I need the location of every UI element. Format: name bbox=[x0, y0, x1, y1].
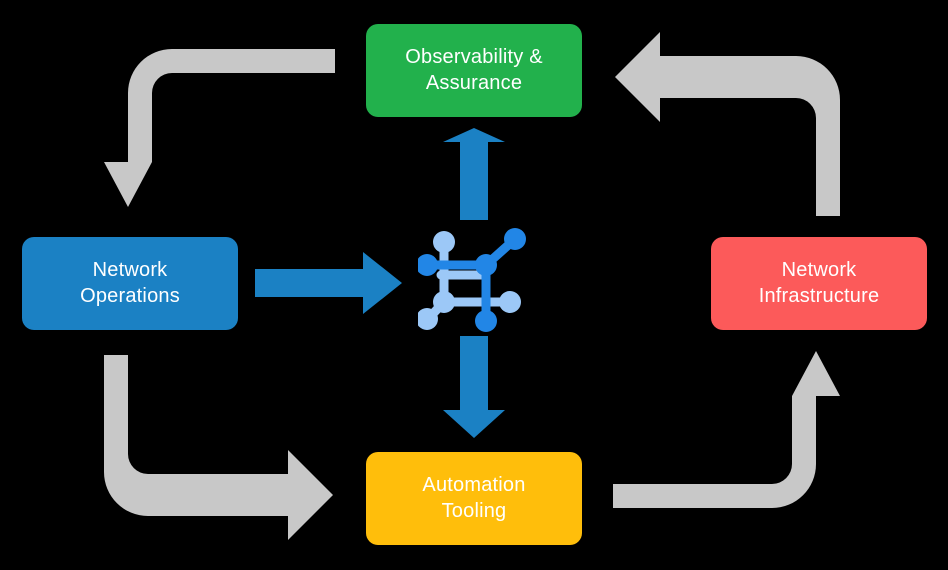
connector-infrastructure-to-observability bbox=[615, 32, 840, 216]
node-observability-assurance[interactable]: Observability & Assurance bbox=[366, 24, 582, 117]
node-label-automation-tooling: Automation Tooling bbox=[422, 473, 526, 522]
node-network-operations[interactable]: Network Operations bbox=[22, 237, 238, 330]
connector-center-to-observability bbox=[443, 128, 505, 220]
node-label-observability: Observability & Assurance bbox=[405, 45, 543, 94]
node-network-infrastructure[interactable]: Network Infrastructure bbox=[711, 237, 927, 330]
connector-operations-to-automation bbox=[104, 355, 333, 540]
node-label-network-operations: Network Operations bbox=[80, 258, 180, 307]
connector-observability-to-operations bbox=[104, 49, 335, 207]
node-automation-tooling[interactable]: Automation Tooling bbox=[366, 452, 582, 545]
connector-automation-to-infrastructure bbox=[613, 351, 840, 508]
connector-operations-to-center bbox=[255, 252, 402, 314]
node-label-network-infrastructure: Network Infrastructure bbox=[758, 258, 880, 307]
connector-center-to-automation bbox=[443, 336, 505, 438]
network-mesh-icon bbox=[418, 228, 526, 332]
